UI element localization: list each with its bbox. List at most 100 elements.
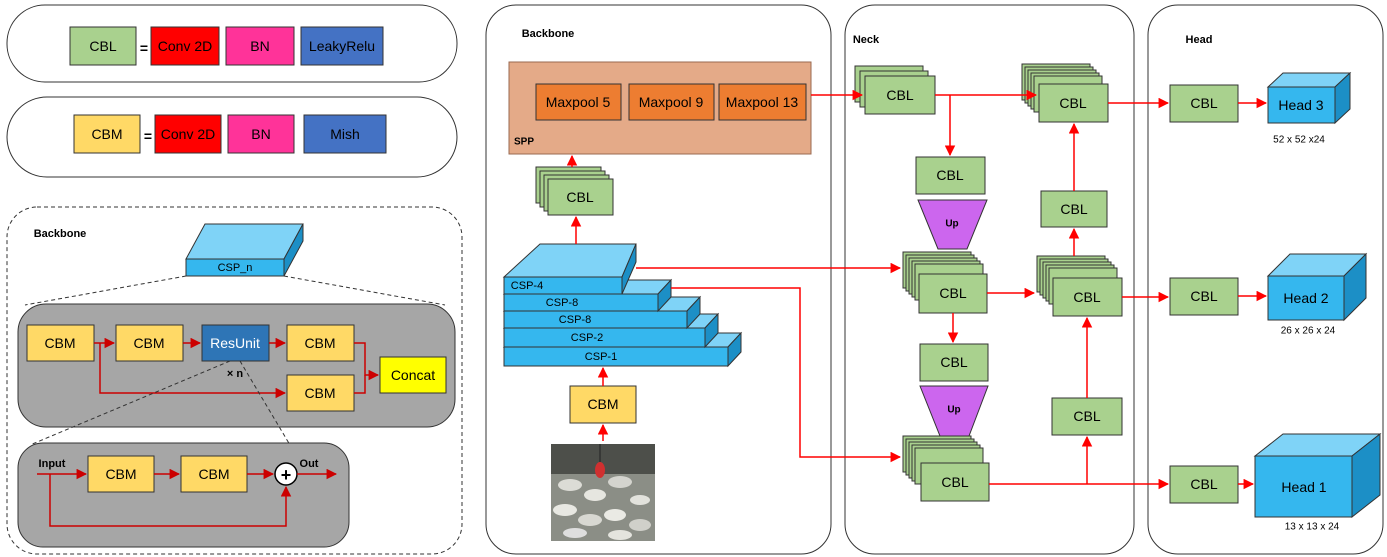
maxpool-5 — [535, 83, 622, 121]
legend-cbm-act-box — [303, 114, 387, 154]
csp-cbm-3 — [286, 324, 355, 362]
csp-resunit — [201, 324, 270, 362]
neck-cbl-c-label: CBL — [1073, 408, 1100, 424]
resunit-arrows — [37, 468, 338, 527]
csp-4-layer — [503, 276, 623, 295]
head-1-label: Head 1 — [1281, 479, 1326, 495]
backbone-arrows — [566, 154, 609, 441]
head-panel: Head CBL CBL CBL Head 3 52 x 52 x24 Head… — [1147, 4, 1384, 555]
csp-cbm-3-label: CBM — [304, 335, 335, 351]
csp-8a-layer — [503, 293, 659, 312]
head-cbl-3 — [1169, 465, 1239, 504]
legend-cbm-act-label: Mish — [330, 126, 360, 142]
neck-up-1 — [917, 199, 988, 250]
backbone-panel: Backbone SPP Maxpool 5 Maxpool 9 Maxpool… — [485, 4, 832, 555]
maxpool-5-label: Maxpool 5 — [546, 94, 611, 110]
csp-8a-label: CSP-8 — [546, 297, 578, 309]
neck-cbl-stack-2: CBL — [902, 251, 988, 314]
backbone-cbl-stack: CBL — [535, 166, 614, 216]
csp-2-layer — [503, 327, 706, 348]
legend-cbl-bn-box — [225, 26, 295, 66]
csp-staircase: CSP-1 CSP-2 CSP-8 CSP-8 CSP-4 — [502, 243, 743, 368]
backbone-title: Backbone — [522, 28, 575, 40]
legend-cbm-box — [73, 114, 141, 154]
maxpool-13-label: Maxpool 13 — [726, 94, 799, 110]
legend-cbl-conv-box — [150, 26, 220, 66]
legend-cbl-equals: = — [140, 40, 148, 56]
input-image-chickens — [551, 444, 655, 541]
resunit-cbm-1 — [87, 455, 155, 493]
csp-cbm-2-label: CBM — [133, 335, 164, 351]
neck-cbl-stack-3-label: CBL — [941, 474, 968, 490]
head-1-dims: 13 x 13 x 24 — [1285, 522, 1340, 533]
legend-cbl: CBL = Conv 2D BN LeakyRelu — [6, 4, 458, 83]
csp-cbm-4-label: CBM — [304, 385, 335, 401]
legend-cbl-box — [69, 26, 137, 66]
head-1-cube: Head 1 13 x 13 x 24 — [1253, 432, 1382, 533]
neck-panel: Neck CBL CBL Up CBL CBL Up — [844, 4, 1135, 555]
head-cbl-1-label: CBL — [1190, 95, 1217, 111]
neck-cbl-stack-5-label: CBL — [1059, 95, 1086, 111]
legend-cbl-label: CBL — [89, 38, 116, 54]
maxpool-9 — [628, 83, 715, 121]
csp-cbm-2 — [115, 324, 184, 362]
resunit-input-label: Input — [39, 458, 66, 470]
spp-label: SPP — [514, 137, 534, 148]
head-3-label: Head 3 — [1278, 97, 1323, 113]
head-2-cube: Head 2 26 x 26 x 24 — [1266, 252, 1368, 337]
legend-cbl-act-label: LeakyRelu — [309, 38, 375, 54]
neck-up-2-label: Up — [947, 405, 960, 416]
resunit-block: Input Out CBM CBM + — [17, 442, 350, 548]
neck-cbl-stack-1: CBL — [854, 65, 936, 115]
legend-cbm-bn-box — [227, 114, 295, 154]
neck-cbl-c — [1051, 397, 1123, 436]
head-cbl-2-label: CBL — [1190, 288, 1217, 304]
legend-cbm-equals: = — [144, 128, 152, 144]
neck-cbl-stack-3: CBL — [902, 435, 990, 502]
resunit-cbm-2-label: CBM — [198, 466, 229, 482]
legend-cbm-label: CBM — [91, 126, 122, 142]
csp-2-label: CSP-2 — [571, 332, 603, 344]
legend-cbm-conv-label: Conv 2D — [161, 126, 215, 142]
csp-n-block: CSP_n — [185, 223, 304, 277]
backbone-cbl-label: CBL — [566, 189, 593, 205]
neck-cbl-stack-4: CBL — [1036, 255, 1123, 317]
backbone-cbm — [569, 385, 637, 424]
csp-cbm-1-label: CBM — [44, 335, 75, 351]
head-3-dims: 52 x 52 x24 — [1273, 135, 1325, 146]
neck-cbl-stack-4-label: CBL — [1073, 289, 1100, 305]
neck-cbl-b — [919, 343, 989, 382]
head-2-label: Head 2 — [1283, 290, 1328, 306]
csp-cbm-1 — [26, 324, 95, 362]
csp-1-label: CSP-1 — [585, 351, 617, 363]
neck-cbl-b-label: CBL — [940, 354, 967, 370]
neck-title: Neck — [853, 34, 880, 46]
neck-up-1-label: Up — [945, 219, 958, 230]
neck-cbl-a-label: CBL — [936, 167, 963, 183]
head-cbl-3-label: CBL — [1190, 476, 1217, 492]
csp-arrows — [94, 337, 380, 399]
csp-cbm-4 — [286, 374, 355, 412]
legend-cbl-bn-label: BN — [250, 38, 269, 54]
csp-resunit-label: ResUnit — [210, 335, 260, 351]
legend-cbm-conv-box — [154, 114, 222, 154]
csp-block-title: Backbone — [34, 228, 87, 240]
resunit-cbm-1-label: CBM — [105, 466, 136, 482]
head-3-cube: Head 3 52 x 52 x24 — [1266, 71, 1352, 146]
legend-cbl-act-box — [300, 26, 384, 66]
maxpool-9-label: Maxpool 9 — [639, 94, 704, 110]
legend-cbm: CBM = Conv 2D BN Mish — [6, 96, 458, 178]
legend-cbm-bn-label: BN — [251, 126, 270, 142]
neck-cbl-stack-5: CBL — [1021, 63, 1109, 123]
csp-4-label: CSP-4 — [511, 280, 543, 292]
network-arrows — [636, 89, 1268, 490]
neck-cbl-stack-1-label: CBL — [886, 87, 913, 103]
head-title: Head — [1186, 34, 1213, 46]
backbone-cbm-label: CBM — [587, 396, 618, 412]
resunit-plus: + — [281, 465, 292, 485]
csp-8b-layer — [503, 310, 688, 329]
neck-cbl-stack-2-label: CBL — [939, 285, 966, 301]
csp-concat — [379, 356, 447, 394]
csp-concat-label: Concat — [391, 367, 435, 383]
